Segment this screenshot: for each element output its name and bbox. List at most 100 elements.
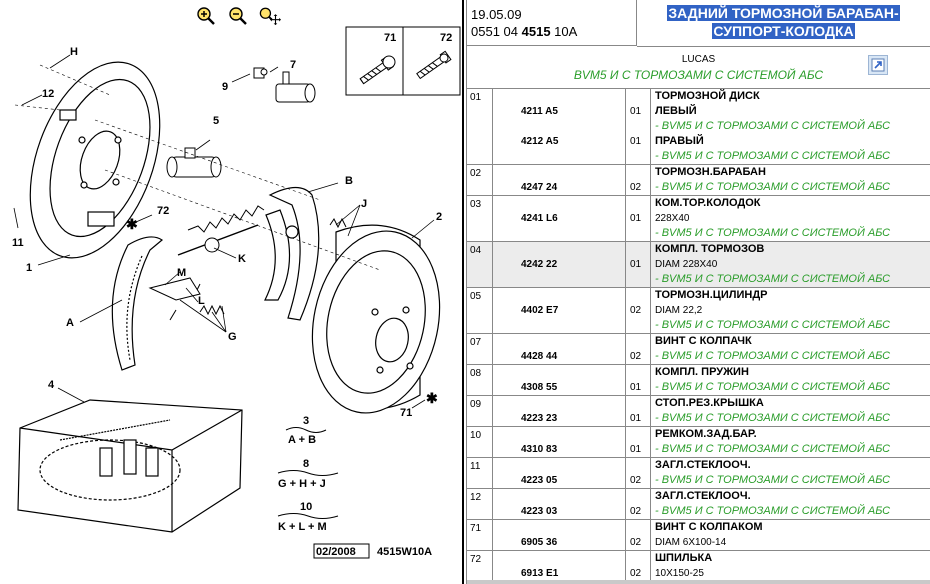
part-description: DIAM 6X100-14 [655,537,727,548]
part-qty: 01 [630,259,642,270]
part-note: - BVM5 И С ТОРМОЗАМИ С СИСТЕМОЙ АБС [655,505,891,517]
part-code-cell[interactable]: 4308 55 [492,364,626,396]
inset-label-71: 71 [384,32,396,44]
part-note: - BVM5 И С ТОРМОЗАМИ С СИСТЕМОЙ АБС [655,120,891,132]
callout-9[interactable]: 9 [222,81,228,93]
date-code-box [313,543,370,559]
part-code [493,119,625,134]
inset-fasteners: 71 72 [345,26,461,96]
part-code: 6913 E1 [521,568,559,579]
callout-J[interactable]: J [361,198,367,210]
zoom-out-icon[interactable] [227,6,249,26]
part-code-cell[interactable]: 4223 23 [492,395,626,427]
part-code [493,396,625,411]
callout-B[interactable]: B [345,175,353,187]
kit-box [17,399,243,533]
callout-L[interactable]: L [198,295,205,307]
callout-2[interactable]: 2 [436,211,442,223]
callout-12[interactable]: 12 [42,88,54,100]
part-number: 02 [467,164,493,196]
zoom-in-icon[interactable] [195,6,217,26]
callout-7[interactable]: 7 [290,59,296,71]
callout-72[interactable]: 72 [157,205,169,217]
callout-M[interactable]: M [177,267,186,279]
callout-5[interactable]: 5 [213,115,219,127]
backing-plate [29,61,161,259]
part-code: 4310 83 [521,444,558,455]
part-note: - BVM5 И С ТОРМОЗАМИ С СИСТЕМОЙ АБС [655,150,891,162]
section-title: ЗАДНИЙ ТОРМОЗНОЙ БАРАБАН- СУППОРТ-КОЛОДК… [637,0,930,47]
part-code: 6905 36 [521,537,558,548]
part-qty [626,551,650,566]
drawing-code: 4515W10A [377,546,432,558]
part-code [493,458,625,473]
svg-text:A + B: A + B [288,434,316,446]
part-code-cell[interactable]: 4241 L6 [492,195,626,242]
part-qty: 01 [630,213,642,224]
zoom-pan-icon[interactable] [259,6,281,26]
part-qty-cell: 01 [625,426,651,458]
part-description: СТОП.РЕЗ.КРЫШКА [655,397,764,409]
callout-11[interactable]: 11 [12,237,24,249]
wheel-cylinder [166,147,222,178]
svg-text:G + H + J: G + H + J [278,478,326,490]
part-note: - BVM5 И С ТОРМОЗАМИ С СИСТЕМОЙ АБС [655,227,891,239]
part-code: 4242 22 [521,259,558,270]
part-code [493,242,625,257]
horizontal-scrollbar[interactable] [467,580,930,584]
exploded-diagram[interactable]: 71 72 [0,0,464,584]
callout-K[interactable]: K [238,253,246,265]
part-desc-cell: ВИНТ С КОЛПАЧК- BVM5 И С ТОРМОЗАМИ С СИС… [650,333,930,365]
part-note: - BVM5 И С ТОРМОЗАМИ С СИСТЕМОЙ АБС [655,474,891,486]
part-qty-cell: 02 [625,519,651,551]
part-qty [626,272,650,287]
part-code [493,489,625,504]
part-code-cell[interactable]: 4310 83 [492,426,626,458]
part-qty [626,396,650,411]
part-code [493,318,625,333]
part-code: 4223 05 [521,475,558,486]
callout-H[interactable]: H [70,46,78,58]
part-description: DIAM 228X40 [655,259,718,270]
part-code [493,196,625,211]
part-code-cell[interactable]: 6905 36 [492,519,626,551]
part-code-cell[interactable]: 4247 24 [492,164,626,196]
part-qty [626,119,650,134]
part-code-cell[interactable]: 4223 03 [492,488,626,520]
callout-1[interactable]: 1 [26,262,32,274]
part-code-cell[interactable]: 4402 E7 [492,287,626,334]
part-number: 08 [467,364,493,396]
callout-4[interactable]: 4 [48,379,55,391]
callout-G[interactable]: G [228,331,237,343]
brake-shoe-right [264,186,320,321]
external-link-icon[interactable] [868,55,888,75]
catalog-code: 0551 04 4515 10A [471,24,578,39]
part-qty: 02 [630,506,642,517]
part-code-cell[interactable]: 6913 E1 [492,550,626,582]
part-code-cell[interactable]: 4428 44 [492,333,626,365]
part-qty-cell: 01 [625,241,651,288]
part-code [493,551,625,566]
callout-A[interactable]: A [66,317,74,329]
part-description: ТОРМОЗН.БАРАБАН [655,166,766,178]
svg-text:K + L + M: K + L + M [278,521,327,533]
part-code-cell[interactable]: 4242 22 [492,241,626,288]
part-code-cell[interactable]: 4223 05 [492,457,626,489]
callout-71[interactable]: 71 [400,407,412,419]
part-number: 03 [467,195,493,242]
